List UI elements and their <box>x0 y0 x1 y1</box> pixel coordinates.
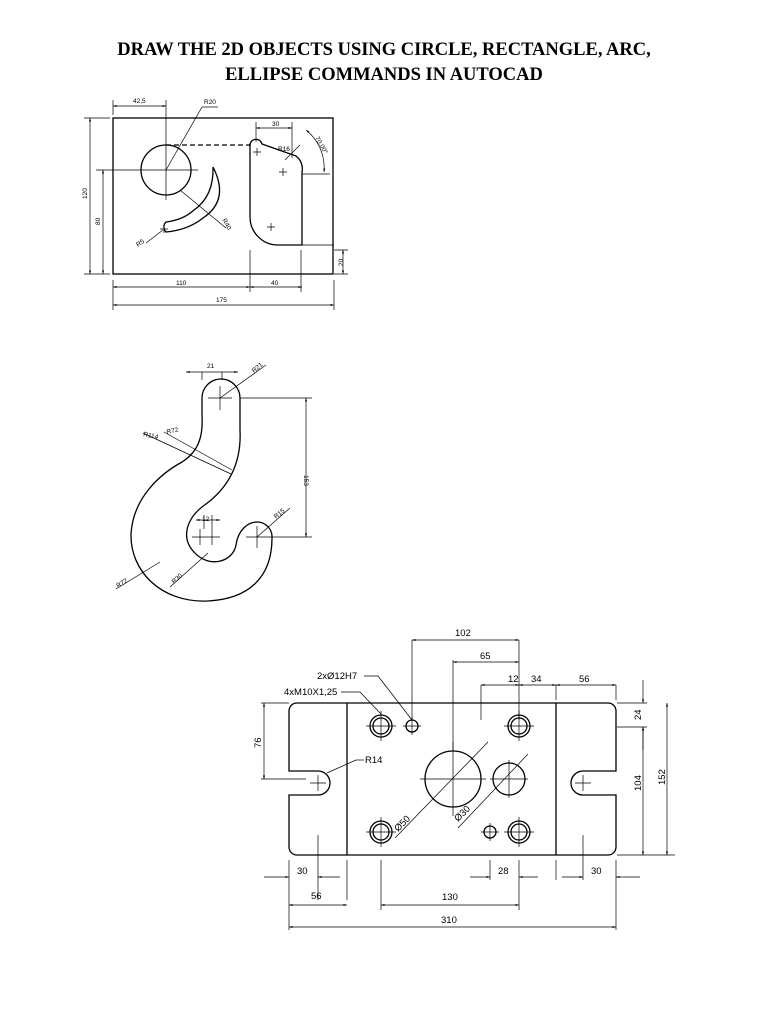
drawing-2: 21 R21 R72 R114 153 12 R15 R30 R72 <box>115 361 312 602</box>
dim-r20: R20 <box>204 99 216 106</box>
plate-dim-28: 28 <box>498 866 509 877</box>
plate-dim-130: 130 <box>442 892 458 903</box>
plate-note-threads: 4xM10X1,25 <box>284 687 337 698</box>
page-title: DRAW THE 2D OBJECTS USING CIRCLE, RECTAN… <box>0 38 768 88</box>
plate-dim-76: 76 <box>253 737 264 748</box>
hook-dim-r114: R114 <box>143 431 160 441</box>
hook-dim-r15: R15 <box>273 507 287 520</box>
plate-dim-r14: R14 <box>365 755 382 766</box>
dim-110: 110 <box>176 280 187 287</box>
plate-dim-310: 310 <box>441 915 457 926</box>
plate-dim-30-right: 30 <box>591 866 602 877</box>
plate-dim-12: 12 <box>508 674 519 685</box>
drawing-3: 102 65 2xØ12H7 4xM10X1,25 12 34 56 24 76… <box>253 628 675 930</box>
drawing-1-slot-plate <box>249 138 303 246</box>
dim-r5: R5 <box>135 238 146 249</box>
title-line-2: ELLIPSE COMMANDS IN AUTOCAD <box>225 65 543 85</box>
dim-120: 120 <box>82 188 89 199</box>
dim-r16: R16 <box>278 146 290 153</box>
plate-dim-24: 24 <box>633 709 644 720</box>
plate-dim-152: 152 <box>657 769 668 785</box>
drawing-1-outline <box>112 117 334 275</box>
hook-dim-12: 12 <box>202 516 210 523</box>
dim-30-top: 30 <box>272 121 280 128</box>
hook-dim-21: 21 <box>207 363 215 370</box>
plate-dim-102: 102 <box>455 628 471 639</box>
plate-dim-34: 34 <box>531 674 542 685</box>
hook-dim-r30: R30 <box>171 572 185 585</box>
plate-dim-104: 104 <box>633 775 644 791</box>
plate-dim-65: 65 <box>480 651 491 662</box>
plate-dim-56-top: 56 <box>579 674 590 685</box>
hook-outline <box>130 378 273 602</box>
dim-angle: 70,00° <box>313 135 330 156</box>
hook-dim-r21: R21 <box>251 361 265 374</box>
dim-20: 20 <box>338 258 345 266</box>
hook-dim-153: 153 <box>302 475 309 486</box>
plate-outline <box>288 702 617 856</box>
plate-dim-56-bottom: 56 <box>311 891 322 902</box>
dim-42-5: 42,5 <box>133 98 146 105</box>
hook-dim-r72-top: R72 <box>166 427 179 436</box>
dim-175: 175 <box>216 297 227 304</box>
drawing-1: 42,5 R20 30 70,00° R16 120 80 R40 R5 20 … <box>82 98 348 310</box>
hook-dim-r72-bottom: R72 <box>115 577 129 589</box>
plate-dim-30-left: 30 <box>297 866 308 877</box>
dim-80: 80 <box>95 217 102 225</box>
dim-40: 40 <box>271 280 279 287</box>
title-line-1: DRAW THE 2D OBJECTS USING CIRCLE, RECTAN… <box>117 40 651 60</box>
plate-note-holes: 2xØ12H7 <box>317 671 357 682</box>
plate-dim-phi50: Ø50 <box>392 814 412 834</box>
